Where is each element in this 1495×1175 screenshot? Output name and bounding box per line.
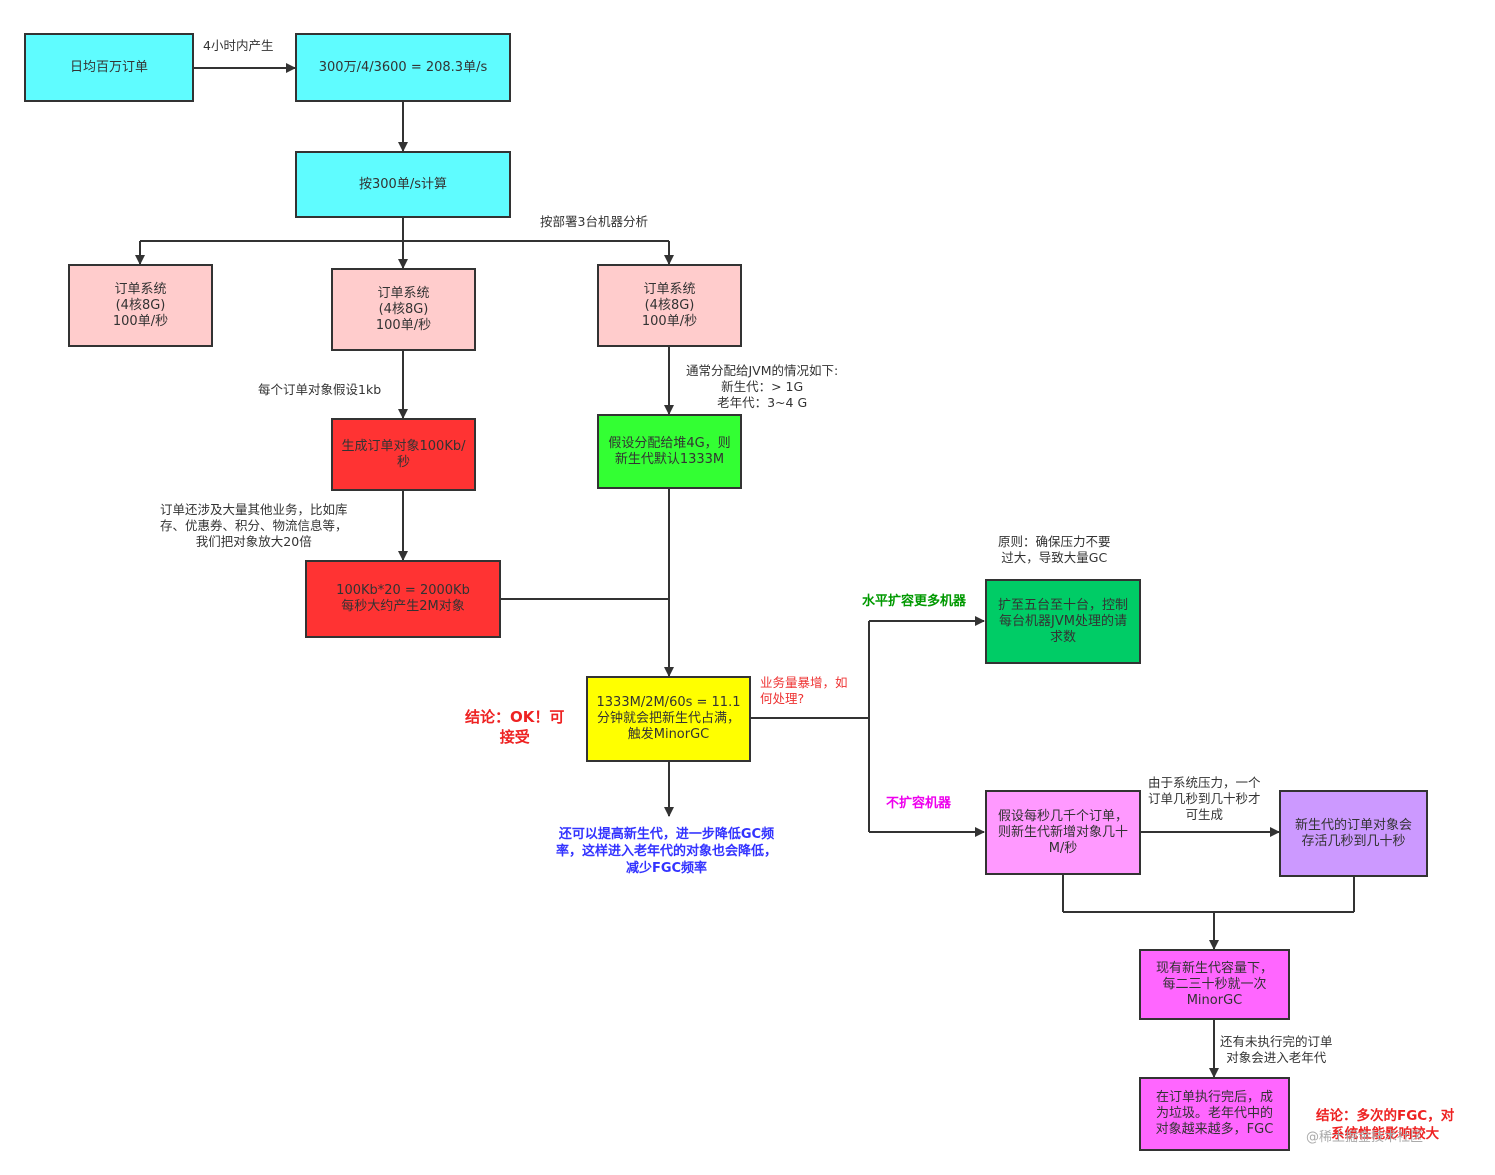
per-300-node: 按300单/s计算 xyxy=(295,151,511,218)
minor-gc-20s-node: 现有新生代容量下， 每二三十秒就一次 MinorGC xyxy=(1139,949,1290,1020)
four-hours-label: 4小时内产生 xyxy=(203,38,274,53)
generate-objects-node: 生成订单对象100Kb/ 秒 xyxy=(331,418,476,491)
horizontal-scale-label: 水平扩容更多机器 xyxy=(862,594,967,609)
system-pressure-label: 由于系统压力，一个 订单几秒到几十秒才 可生成 xyxy=(1148,775,1261,822)
heap-assumption-node: 假设分配给堆4G，则 新生代默认1333M xyxy=(597,414,742,489)
amplify-20x-node: 100Kb*20 = 2000Kb 每秒大约产生2M对象 xyxy=(305,560,501,638)
jvm-alloc-label: 通常分配给JVM的情况如下: 新生代：> 1G 老年代：3~4 G xyxy=(686,363,839,410)
minor-gc-calc-node: 1333M/2M/60s = 11.1 分钟就会把新生代占满， 触发MinorG… xyxy=(586,676,751,762)
scale-out-node: 扩至五台至十台，控制 每台机器JVM处理的请 求数 xyxy=(985,579,1141,664)
order-system-1-node: 订单系统 (4核8G) 100单/秒 xyxy=(68,264,213,347)
daily-orders-node: 日均百万订单 xyxy=(24,33,194,102)
garbage-fgc-node: 在订单执行完后，成 为垃圾。老年代中的 对象越来越多，FGC xyxy=(1139,1077,1290,1151)
order-system-3-node: 订单系统 (4核8G) 100单/秒 xyxy=(597,264,742,347)
deploy-3-label: 按部署3台机器分析 xyxy=(540,214,648,229)
each-1kb-label: 每个订单对象假设1kb xyxy=(258,382,382,397)
assume-thousands-node: 假设每秒几千个订单， 则新生代新增对象几十 M/秒 xyxy=(985,790,1141,875)
biz-more-label: 订单还涉及大量其他业务，比如库 存、优惠券、积分、物流信息等， 我们把对象放大2… xyxy=(160,502,348,549)
watermark: @稀土掘金技术社区 xyxy=(1306,1130,1424,1145)
conclusion-ok-label: 结论：OK！可 接受 xyxy=(465,708,565,746)
raise-young-gen-label: 还可以提高新生代，进一步降低GC频 率，这样进入老年代的对象也会降低， 减少FG… xyxy=(556,827,778,876)
unfinished-orders-label: 还有未执行完的订单 对象会进入老年代 xyxy=(1220,1034,1333,1065)
surge-question-label: 业务量暴增，如 何处理? xyxy=(760,675,848,706)
no-scale-label: 不扩容机器 xyxy=(886,796,952,811)
rate-calc-node: 300万/4/3600 = 208.3单/s xyxy=(295,33,511,102)
conclusion-fgc-label: 结论：多次的FGC，对 系统性能影响较大 xyxy=(1316,1108,1455,1142)
principle-label: 原则：确保压力不要 过大，导致大量GC xyxy=(998,534,1111,565)
order-system-2-node: 订单系统 (4核8G) 100单/秒 xyxy=(331,268,476,351)
young-survive-node: 新生代的订单对象会 存活几秒到几十秒 xyxy=(1279,790,1428,877)
